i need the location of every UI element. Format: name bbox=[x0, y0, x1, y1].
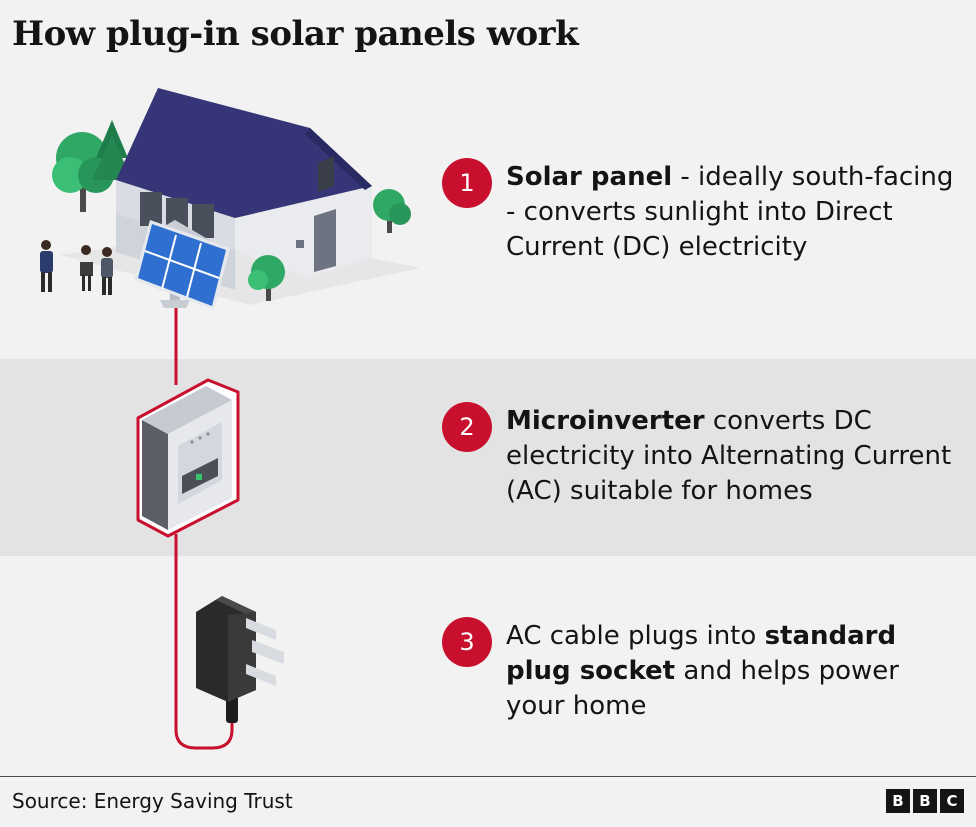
step-1-bold: Solar panel bbox=[506, 162, 673, 192]
step-3-number-badge: 3 bbox=[442, 617, 492, 667]
step-1-text: Solar panel - ideally south-facing - con… bbox=[506, 160, 956, 265]
bbc-logo-letter: B bbox=[913, 789, 937, 813]
step-2-text: Microinverter converts DC electricity in… bbox=[506, 404, 956, 509]
section-plug bbox=[0, 556, 976, 776]
step-3-pre: AC cable plugs into bbox=[506, 621, 765, 651]
house-illustration bbox=[40, 88, 420, 305]
tree-icon bbox=[373, 189, 411, 233]
plug-icon bbox=[196, 596, 284, 723]
solar-panel-icon bbox=[134, 220, 230, 310]
tree-icon bbox=[248, 255, 285, 301]
bbc-logo: B B C bbox=[886, 789, 964, 813]
step-3-bold: standard plug socket bbox=[506, 621, 897, 686]
step-2-bold: Microinverter bbox=[506, 406, 705, 436]
bbc-logo-letter: C bbox=[940, 789, 964, 813]
step-1-body: - ideally south-facing - converts sunlig… bbox=[506, 162, 954, 262]
step-3-text: AC cable plugs into standard plug socket… bbox=[506, 619, 956, 724]
footer-divider bbox=[0, 776, 976, 777]
people-icon bbox=[40, 240, 113, 295]
step-2-body: converts DC electricity into Alternating… bbox=[506, 406, 952, 506]
bbc-logo-letter: B bbox=[886, 789, 910, 813]
diagram-illustration bbox=[40, 88, 420, 750]
page-title: How plug-in solar panels work bbox=[12, 14, 579, 54]
step-1-number-badge: 1 bbox=[442, 158, 492, 208]
source-credit: Source: Energy Saving Trust bbox=[12, 789, 293, 813]
microinverter-icon bbox=[136, 378, 240, 538]
step-3-body: and helps power your home bbox=[506, 656, 899, 721]
step-2-number-badge: 2 bbox=[442, 402, 492, 452]
